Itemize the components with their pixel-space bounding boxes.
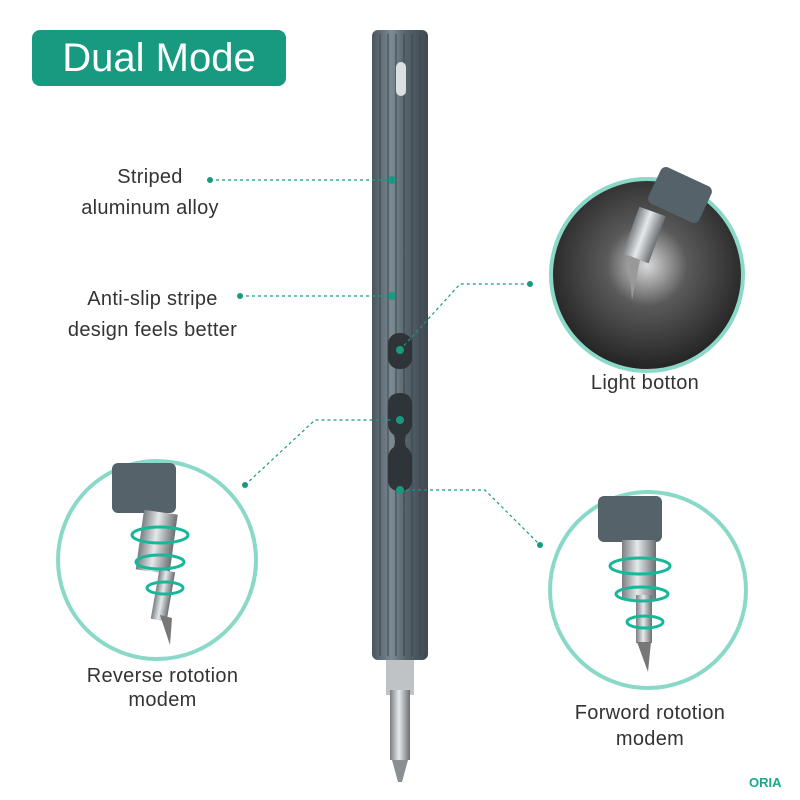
- callout-antislip: Anti-slip stripe design feels better: [50, 284, 255, 346]
- callout-line: Forword rototion: [574, 702, 726, 724]
- callout-line: modem: [615, 728, 685, 750]
- rotation-switch: [388, 393, 412, 491]
- callout-line: modem: [128, 689, 197, 711]
- brand-logo: ORIA: [749, 775, 782, 790]
- callout-reverse: Reverse rototion modem: [70, 664, 255, 712]
- title-badge: Dual Mode: [32, 30, 286, 86]
- reverse-rotation-circle: [56, 459, 258, 661]
- callout-line: design feels better: [67, 319, 238, 341]
- screwdriver-pen: [372, 30, 428, 782]
- callout-line: aluminum alloy: [81, 197, 219, 219]
- callout-line: Reverse rototion: [86, 665, 239, 687]
- callout-striped: Striped aluminum alloy: [70, 162, 230, 224]
- forward-rotation-circle: [548, 490, 748, 690]
- light-detail-circle: [549, 167, 745, 373]
- led-window: [396, 62, 406, 96]
- callout-light: Light botton: [590, 372, 700, 394]
- callout-forward: Forword rototion modem: [555, 700, 745, 752]
- callout-line: Anti-slip stripe: [87, 288, 218, 310]
- callout-line: Striped: [117, 166, 183, 188]
